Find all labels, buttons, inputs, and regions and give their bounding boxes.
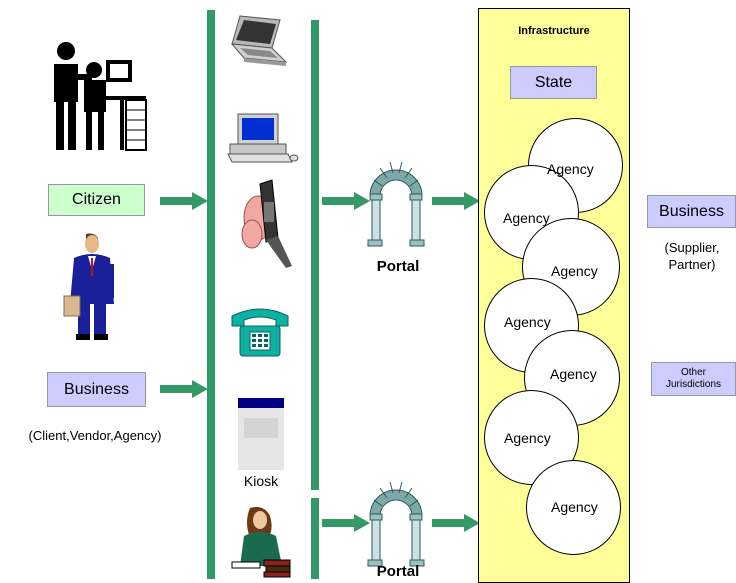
channel-bar-right-bottom (311, 498, 319, 579)
person-at-computer-icon (54, 42, 147, 151)
channel-to-portal-arrow-bottom (322, 514, 370, 532)
business-sub-right-line2: Partner) (668, 257, 716, 272)
desktop-computer-icon (227, 113, 299, 163)
business-label-right: Business (659, 202, 724, 220)
agency-label: Agency (504, 430, 551, 446)
cellphone-icon (241, 179, 292, 268)
agency-label: Agency (503, 210, 550, 226)
telephone-icon (231, 308, 289, 357)
woman-with-books-icon (231, 507, 291, 578)
agency-circle (526, 460, 621, 555)
kiosk-icon (238, 398, 284, 470)
infrastructure-title: Infrastructure (518, 25, 590, 37)
portal-arch-icon (367, 481, 425, 567)
citizen-box: Citizen (48, 184, 145, 216)
agency-label: Agency (504, 314, 551, 330)
agency-label: Agency (547, 161, 594, 177)
state-box: State (510, 66, 597, 99)
other-jurisdictions-line2: Jurisdictions (665, 379, 722, 390)
channel-bar-right-top (311, 20, 319, 490)
other-jurisdictions-line1: Other (680, 367, 706, 378)
businessman-icon (63, 233, 114, 340)
kiosk-label: Kiosk (243, 473, 279, 489)
citizen-label: Citizen (72, 191, 121, 208)
business-arrow-left (160, 380, 208, 398)
laptop-icon (230, 15, 288, 66)
business-box-left: Business (47, 372, 146, 407)
agency-label: Agency (551, 263, 598, 279)
channel-to-portal-arrow-top (322, 192, 370, 210)
portal-label-top: Portal (376, 258, 420, 275)
business-sub-right-line1: (Supplier, (664, 240, 720, 255)
business-sub-left: (Client,Vendor,Agency) (28, 428, 162, 443)
portal-to-infra-arrow-top (432, 192, 480, 210)
citizen-arrow (160, 192, 208, 210)
portal-to-infra-arrow-bottom (432, 514, 480, 532)
business-box-right: Business (647, 195, 736, 228)
agency-label: Agency (551, 499, 598, 515)
channel-bar-left (207, 10, 215, 579)
portal-label-bottom: Portal (376, 563, 420, 580)
other-jurisdictions-box: Other Jurisdictions (651, 362, 736, 396)
portal-arch-icon (367, 161, 425, 247)
state-label: State (534, 73, 573, 91)
agency-label: Agency (550, 366, 597, 382)
business-label-left: Business (64, 380, 129, 398)
